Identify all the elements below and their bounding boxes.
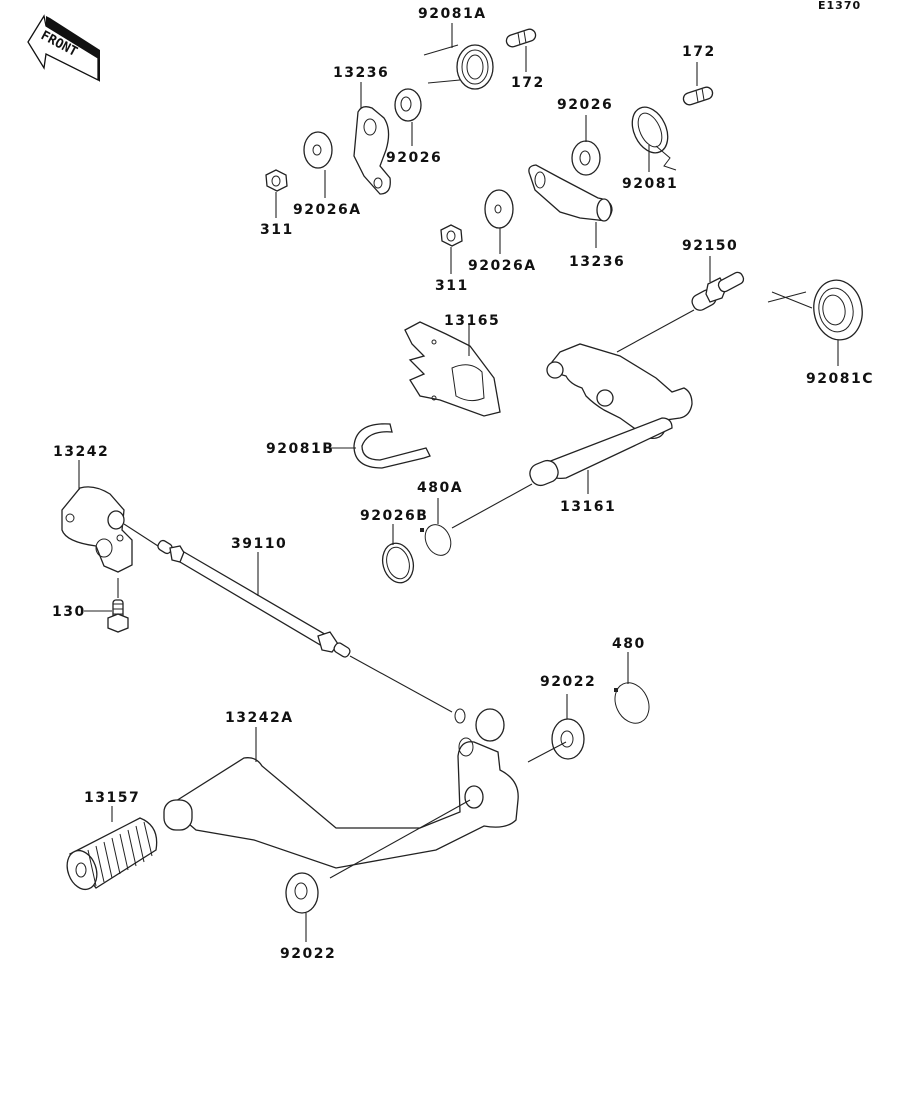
callout-130[interactable]: 130 [52,604,86,620]
callout-311-b[interactable]: 311 [435,278,469,294]
callout-92081[interactable]: 92081 [622,176,678,192]
part-92026-washer-a[interactable] [394,88,422,122]
callout-92026B[interactable]: 92026B [360,508,428,524]
part-13242-clamp[interactable] [61,486,133,573]
callout-13161[interactable]: 13161 [560,499,616,515]
callout-480[interactable]: 480 [612,636,646,652]
callout-13236-a[interactable]: 13236 [333,65,389,81]
callout-172-a[interactable]: 172 [511,75,545,91]
callout-13242[interactable]: 13242 [53,444,109,460]
part-172-pin-b[interactable] [682,86,714,107]
callout-92150[interactable]: 92150 [682,238,738,254]
callout-13242A[interactable]: 13242A [225,710,294,726]
callout-13157[interactable]: 13157 [84,790,140,806]
part-92081-spring[interactable] [625,101,677,171]
part-13165-plate[interactable] [404,321,501,417]
callout-92026-a[interactable]: 92026 [386,150,442,166]
part-92022-washer-a[interactable] [551,718,585,760]
callout-172-b[interactable]: 172 [682,44,716,60]
part-39110-rod[interactable] [156,539,351,658]
part-480-circlip[interactable] [609,677,656,729]
diagram-code: E1370 [818,0,861,12]
callout-311-a[interactable]: 311 [260,222,294,238]
part-92026-washer-b[interactable] [571,140,601,176]
callout-13165[interactable]: 13165 [444,313,500,329]
callout-92022-b[interactable]: 92022 [280,946,336,962]
part-13236-lever-b[interactable] [528,164,613,222]
part-92150-stud[interactable] [690,271,746,313]
part-311-nut-b[interactable] [440,224,463,247]
part-311-nut-a[interactable] [265,169,288,192]
callout-480A[interactable]: 480A [417,480,463,496]
part-13161-shaft[interactable] [527,343,693,488]
callout-92026A-a[interactable]: 92026A [293,202,362,218]
callout-13236-b[interactable]: 13236 [569,254,625,270]
part-92081B-clip[interactable] [353,423,431,469]
callout-39110[interactable]: 39110 [231,536,287,552]
callout-92026-b[interactable]: 92026 [557,97,613,113]
callout-92022-a[interactable]: 92022 [540,674,596,690]
part-92026B-washer[interactable] [378,540,417,586]
callout-92081C[interactable]: 92081C [806,371,874,387]
part-92022-washer-b[interactable] [285,872,319,914]
part-480A-circlip[interactable] [420,520,456,559]
front-arrow-icon: FRONT [27,14,100,82]
part-92081C-spring[interactable] [767,276,867,343]
part-92026A-washer-b[interactable] [484,189,514,229]
part-172-pin-a[interactable] [505,28,537,49]
callout-92026A-b[interactable]: 92026A [468,258,537,274]
part-13242A-pedal[interactable] [163,708,519,869]
callout-92081A[interactable]: 92081A [418,6,487,22]
callout-92081B[interactable]: 92081B [266,441,334,457]
part-130-bolt[interactable] [107,599,129,633]
part-92026A-washer-a[interactable] [303,131,333,169]
part-92081A[interactable] [423,44,494,90]
part-13236-lever-a[interactable] [353,106,391,195]
part-13157-rubber[interactable] [62,817,158,894]
